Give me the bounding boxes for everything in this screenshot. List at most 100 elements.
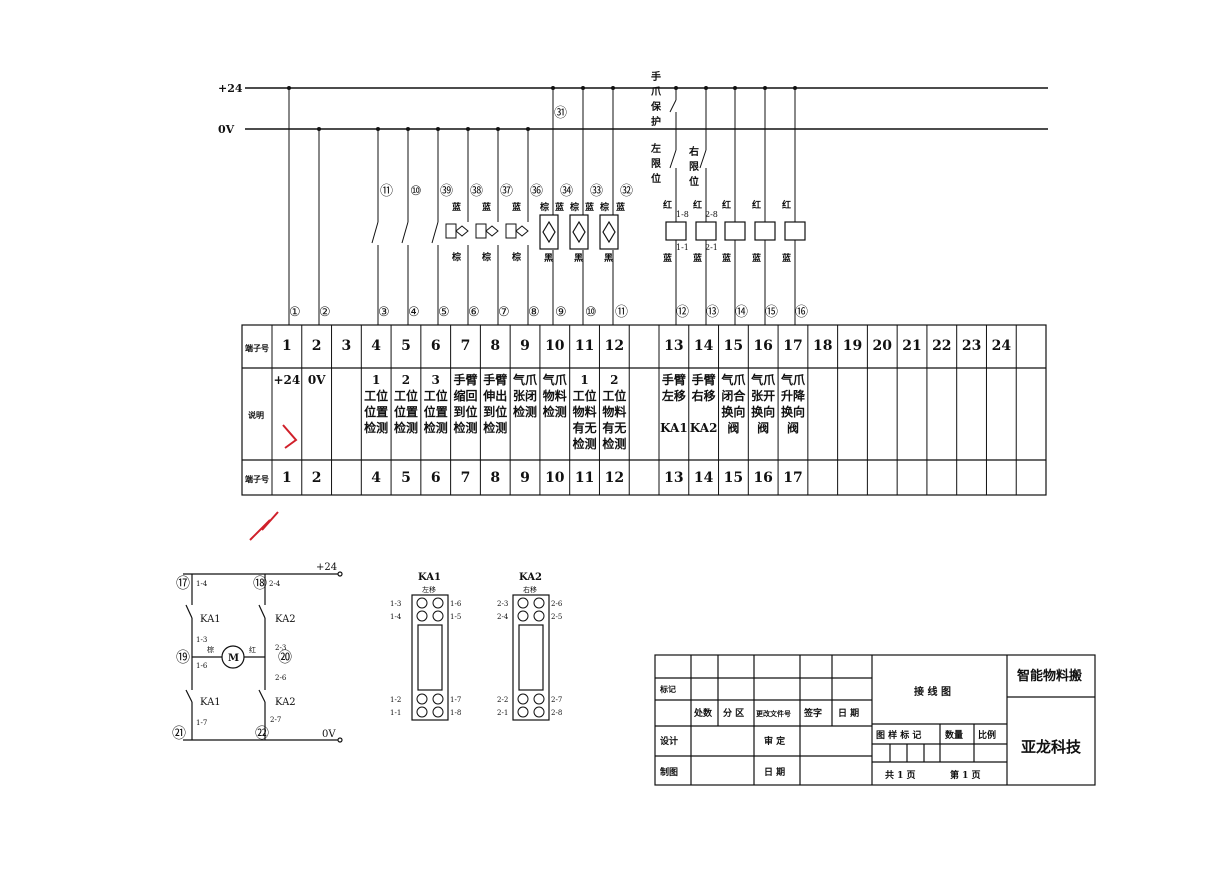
terminal-number: 12 <box>604 338 625 354</box>
red-pen-marks <box>249 424 298 541</box>
svg-text:共 1 页: 共 1 页 <box>885 769 916 781</box>
terminal-number: 16 <box>753 338 773 354</box>
wire-num: ㊳ <box>470 184 483 199</box>
color-blue: 蓝 <box>585 201 594 213</box>
svg-text:2-4: 2-4 <box>497 613 509 621</box>
top-wire-numbers: ⑪ ⑩ ㊴ ㊳ ㊲ ㊱ ㉞ ㉝ ㉜ ㉛ <box>380 106 633 199</box>
svg-text:⑲: ⑲ <box>176 650 190 666</box>
terminal-number-bottom: 2 <box>311 470 322 486</box>
svg-text:KA1: KA1 <box>418 572 441 583</box>
terminal-number: 4 <box>371 338 382 354</box>
color-brown: 棕 <box>599 201 609 213</box>
terminal-circles: ① ② ③ ④ ⑤ ⑥ ⑦ ⑧ ⑨ ⑩ ⑪ ⑫ ⑬ ⑭ ⑮ ⑯ <box>289 305 808 320</box>
svg-text:棕: 棕 <box>207 645 214 654</box>
terminal-number-bottom: 17 <box>783 470 803 486</box>
color-red: 红 <box>782 199 791 211</box>
motor-circuit <box>183 571 343 743</box>
photo-sensors <box>539 214 619 250</box>
svg-text:设计: 设计 <box>660 735 678 747</box>
svg-text:智能物料搬: 智能物料搬 <box>1017 668 1082 684</box>
color-red: 红 <box>693 199 702 211</box>
terminal-description: 气爪 物料 检测 <box>542 373 567 419</box>
terminal-description: 手臂 左移 KA1 <box>660 373 688 435</box>
wire-num: ㊱ <box>530 184 543 199</box>
svg-text:2-3: 2-3 <box>275 644 286 652</box>
svg-text:KA2: KA2 <box>275 697 296 708</box>
terminal-description: 气爪 升降 换向 阀 <box>780 373 805 435</box>
svg-text:⑧: ⑧ <box>528 305 540 320</box>
svg-text:⑨: ⑨ <box>555 305 567 320</box>
svg-text:1-8: 1-8 <box>450 709 461 717</box>
motor-node-circles: ⑰ ⑱ ⑲ ⑳ ㉑ ㉒ <box>172 576 292 742</box>
terminal-number: 21 <box>902 338 922 354</box>
solenoid-coils <box>665 221 806 241</box>
wire-num: ㉞ <box>560 184 573 199</box>
svg-text:手: 手 <box>651 70 661 83</box>
terminal-description: 手臂 缩回 到位 检测 <box>453 373 478 435</box>
svg-text:护: 护 <box>651 115 661 128</box>
color-blue: 蓝 <box>452 201 461 213</box>
svg-text:2-6: 2-6 <box>275 674 287 682</box>
terminal-number: 13 <box>664 338 684 354</box>
svg-text:⑤: ⑤ <box>438 305 450 320</box>
svg-text:第 1 页: 第 1 页 <box>950 769 981 781</box>
svg-text:⑫: ⑫ <box>676 305 689 320</box>
color-brown: 棕 <box>481 251 491 263</box>
wire-num: ㊴ <box>440 184 453 199</box>
terminal-description: 气爪 闭合 换向 阀 <box>721 373 746 435</box>
color-black: 黑 <box>574 253 583 264</box>
svg-text:KA1: KA1 <box>200 697 221 708</box>
svg-text:KA1: KA1 <box>200 614 221 625</box>
wire-num: ⑪ <box>380 184 393 199</box>
color-black: 黑 <box>544 253 553 264</box>
terminal-number: 5 <box>401 338 411 354</box>
terminal-number: 17 <box>783 338 803 354</box>
terminal-number-bottom: 4 <box>371 470 382 486</box>
svg-text:⑯: ⑯ <box>795 305 808 320</box>
svg-text:2-4: 2-4 <box>269 580 281 588</box>
color-brown: 棕 <box>451 251 461 263</box>
color-blue: 蓝 <box>616 201 625 213</box>
magnetic-sensors <box>445 223 529 239</box>
svg-text:日 期: 日 期 <box>764 766 785 778</box>
svg-text:⑳: ⑳ <box>278 650 292 666</box>
motor-labels: +24 0V KA1 KA2 KA1 KA2 M 棕 红 1-4 2-4 1-3… <box>196 562 337 740</box>
terminal-number: 2 <box>311 338 322 354</box>
svg-text:㉑: ㉑ <box>172 726 186 742</box>
color-blue: 蓝 <box>663 252 672 264</box>
svg-text:图 样 标 记: 图 样 标 记 <box>876 729 921 741</box>
svg-text:比例: 比例 <box>978 729 996 741</box>
color-brown: 棕 <box>569 201 579 213</box>
svg-text:+24: +24 <box>316 562 337 573</box>
terminal-description: 1 工位 位置 检测 <box>364 373 389 435</box>
terminal-number-bottom: 11 <box>574 470 595 486</box>
color-red: 红 <box>663 199 672 211</box>
junction-dots <box>287 86 797 131</box>
svg-text:㉒: ㉒ <box>255 726 269 742</box>
terminal-description: 气爪 张闭 检测 <box>513 373 538 419</box>
svg-text:2-3: 2-3 <box>497 600 508 608</box>
svg-text:1-8: 1-8 <box>676 210 689 219</box>
color-red: 红 <box>722 199 731 211</box>
svg-text:KA2: KA2 <box>275 614 296 625</box>
svg-text:2-1: 2-1 <box>497 709 508 717</box>
svg-text:1-5: 1-5 <box>450 613 461 621</box>
relay-ka2 <box>512 594 550 721</box>
svg-text:限: 限 <box>689 161 700 173</box>
svg-text:1-6: 1-6 <box>450 600 462 608</box>
terminal-number-bottom: 12 <box>604 470 625 486</box>
terminal-number-bottom: 5 <box>401 470 411 486</box>
svg-text:2-1: 2-1 <box>705 243 718 252</box>
wire-color-labels: 蓝 蓝 蓝 棕 棕 棕 棕 蓝 棕 蓝 棕 蓝 黑 黑 黑 红 红 红 红 红 … <box>451 199 791 264</box>
svg-text:⑰: ⑰ <box>176 576 190 592</box>
color-blue: 蓝 <box>482 201 491 213</box>
svg-text:红: 红 <box>249 645 256 654</box>
svg-text:处数: 处数 <box>693 707 713 719</box>
position-switches <box>371 221 439 244</box>
svg-text:2-8: 2-8 <box>551 709 562 717</box>
row-header-terminals-bottom: 端子号 <box>245 475 269 484</box>
terminal-number: 15 <box>723 338 744 354</box>
color-brown: 棕 <box>511 251 521 263</box>
svg-text:⑱: ⑱ <box>253 576 267 592</box>
